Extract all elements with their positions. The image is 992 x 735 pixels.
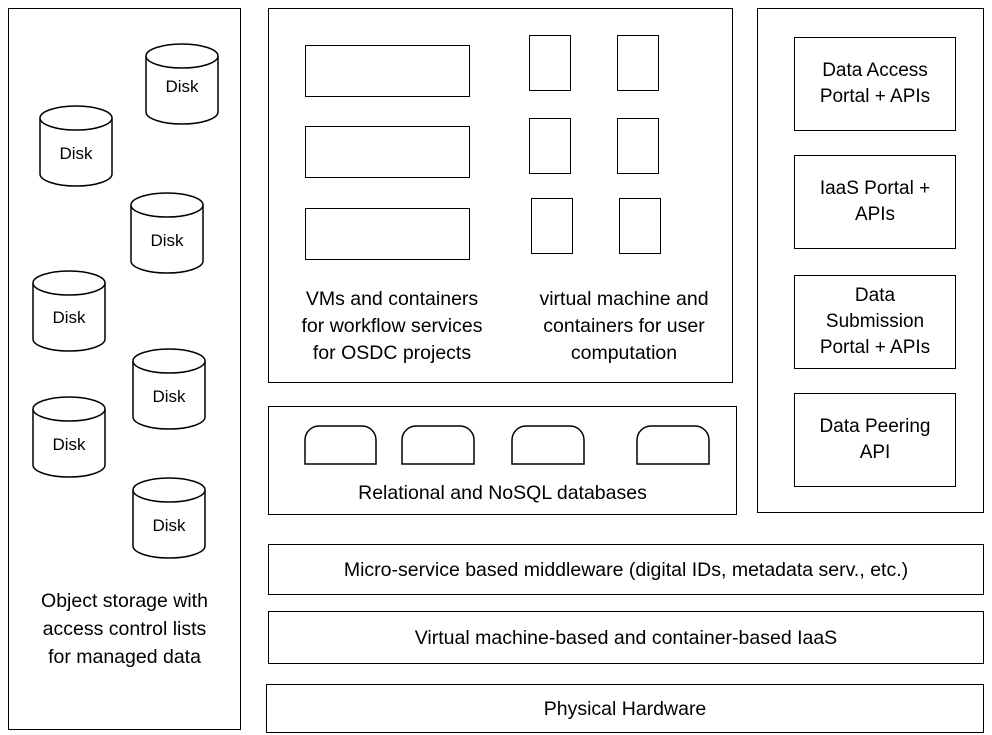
disk-label: Disk	[150, 231, 184, 250]
database-icon	[511, 425, 585, 465]
disk-label: Disk	[152, 516, 186, 535]
disk-label: Disk	[52, 308, 86, 327]
disk-icon: Disk	[130, 192, 204, 274]
disk-icon: Disk	[39, 105, 113, 187]
workflow-vm-box	[305, 126, 470, 178]
disk-icon: Disk	[132, 348, 206, 430]
middleware-layer: Micro-service based middleware (digital …	[268, 544, 984, 595]
disk-label: Disk	[59, 144, 93, 163]
database-icon	[401, 425, 475, 465]
disk-icon: Disk	[145, 43, 219, 125]
user-vm-box	[531, 198, 573, 254]
databases-caption: Relational and NoSQL databases	[358, 482, 647, 504]
iaas-layer: Virtual machine-based and container-base…	[268, 611, 984, 664]
user-vm-box	[529, 35, 571, 91]
data-access-portal-box: Data Access Portal + APIs	[794, 37, 956, 131]
database-icon	[304, 425, 377, 465]
database-icon	[636, 425, 710, 465]
physical-hardware-layer: Physical Hardware	[266, 684, 984, 733]
workflow-vm-box	[305, 45, 470, 97]
object-storage-caption: Object storage with access control lists…	[41, 590, 208, 668]
data-submission-portal-box: Data Submission Portal + APIs	[794, 275, 956, 369]
disk-icon: Disk	[32, 270, 106, 352]
iaas-portal-box: IaaS Portal + APIs	[794, 155, 956, 249]
user-vm-box	[529, 118, 571, 174]
disk-label: Disk	[165, 77, 199, 96]
disk-label: Disk	[52, 435, 86, 454]
user-vm-box	[617, 118, 659, 174]
user-vm-box	[619, 198, 661, 254]
user-vm-box	[617, 35, 659, 91]
disk-icon: Disk	[132, 477, 206, 559]
disk-icon: Disk	[32, 396, 106, 478]
workflow-vm-box	[305, 208, 470, 260]
workflow-services-caption: VMs and containers for workflow services…	[301, 288, 483, 364]
user-computation-caption: virtual machine and containers for user …	[539, 288, 709, 364]
disk-label: Disk	[152, 387, 186, 406]
data-peering-api-box: Data Peering API	[794, 393, 956, 487]
